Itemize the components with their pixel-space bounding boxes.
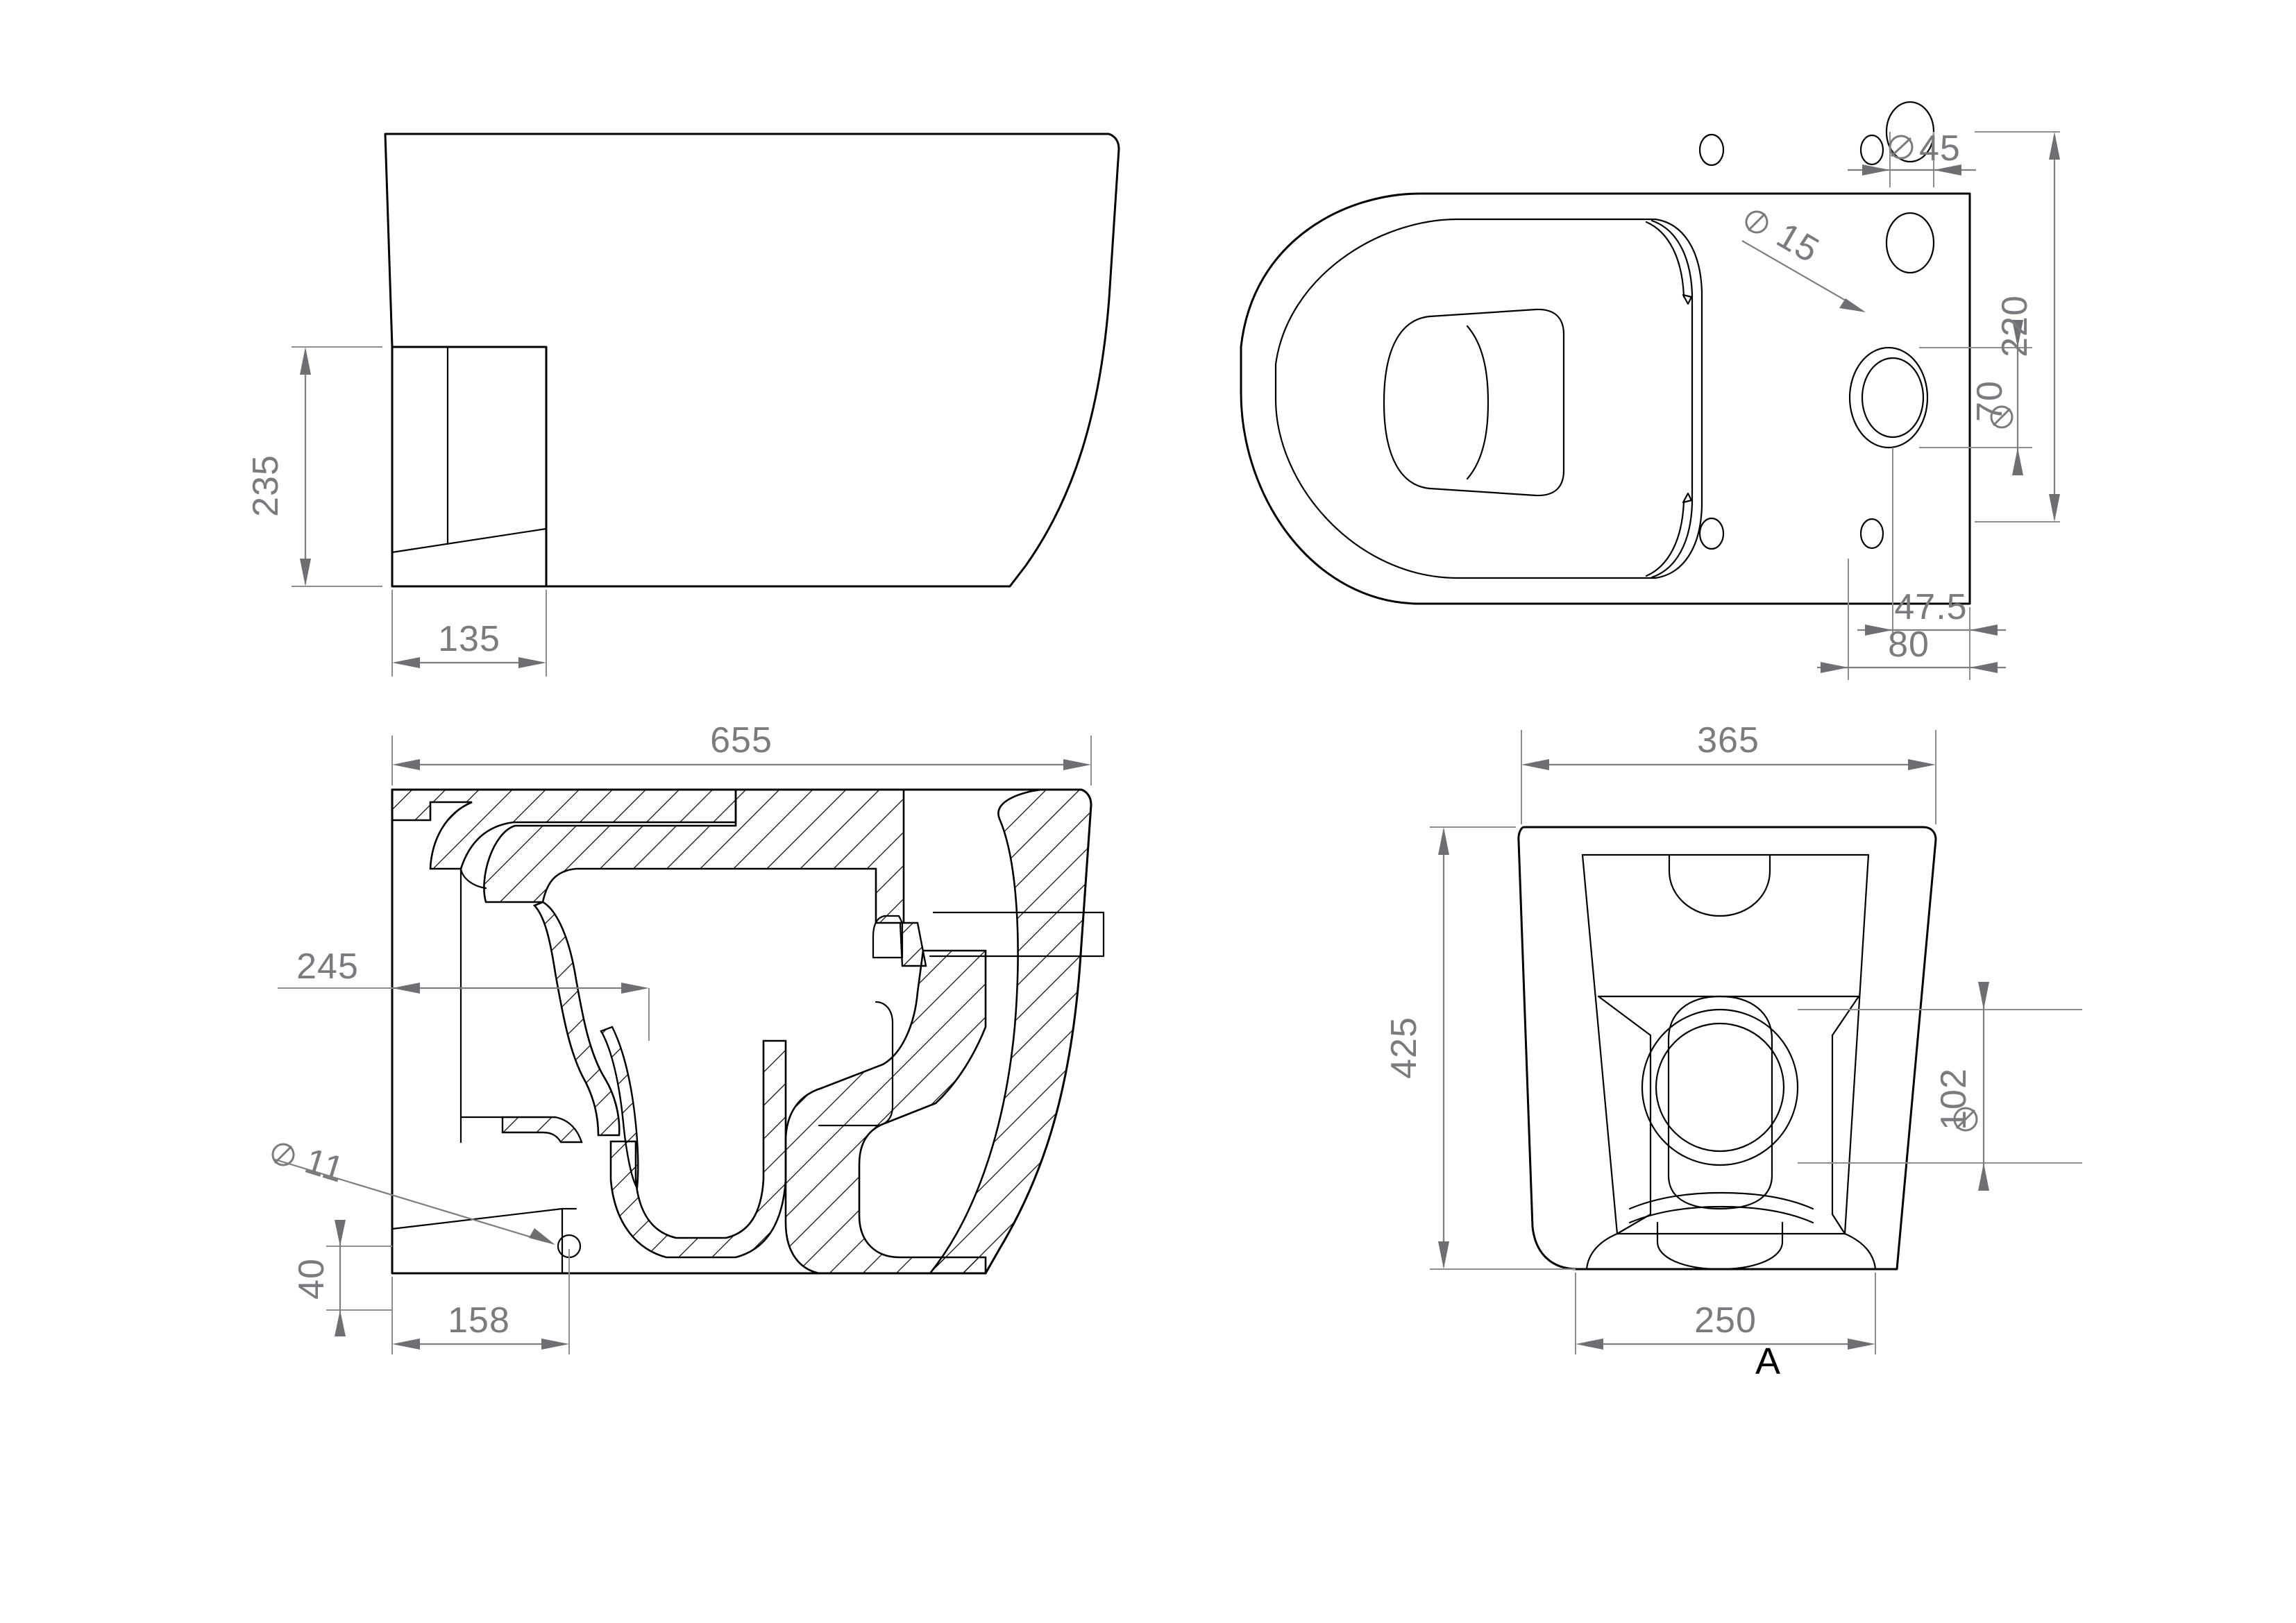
plan-dia15-hole-bottom: [1859, 518, 1884, 550]
dia-symbol-70: [1990, 405, 2014, 429]
dim-365: 365: [1521, 720, 1936, 824]
plan-rim-inner-right: [1651, 219, 1694, 579]
plan-bowl-aperture: [1383, 308, 1565, 497]
dim-425-label: 425: [1384, 1017, 1424, 1079]
plan-rim-right: [1654, 218, 1703, 579]
plan-rim-slot-top: [1645, 221, 1685, 298]
rear-inner-recess: [1581, 853, 1870, 1235]
dim-158: 158: [391, 1249, 570, 1354]
dim-655-label: 655: [710, 720, 773, 760]
rear-column-left: [1597, 995, 1652, 1235]
dia-symbol-15: [1745, 210, 1769, 234]
dim-250-label: 250: [1694, 1300, 1757, 1341]
section-rim-tab: [872, 915, 904, 959]
dia-symbol-102: [1953, 1107, 1978, 1132]
dim-dia-45-label: 45: [1919, 128, 1961, 169]
rear-outlet-inner-circle: [1655, 1022, 1785, 1153]
section-top-rim-hatch-right: [483, 788, 905, 924]
side-bracket-chamfer: [391, 527, 548, 554]
section-bowl-left-fillet: [459, 867, 487, 890]
rear-lower-lip-top: [1628, 1191, 1814, 1210]
plan-small-hole-bottom: [1698, 517, 1725, 550]
section-ledge-lines: [929, 911, 1105, 958]
dim-dia-70-label: 70: [1970, 380, 2010, 422]
plan-small-hole-top: [1698, 133, 1725, 167]
dim-235-label: 235: [246, 454, 286, 517]
dim-dia-70: 70: [1919, 320, 2032, 475]
plan-rim-slot-bottom: [1645, 500, 1685, 577]
rear-body-outline: [1517, 826, 1937, 1271]
plan-top-view: 45 15 70: [1240, 101, 2060, 680]
plan-rim-outer: [1274, 218, 1657, 579]
dim-365-label: 365: [1697, 720, 1759, 760]
dia-symbol-45: [1889, 135, 1914, 160]
section-cut-view: 655 245 11: [271, 720, 1105, 1354]
plan-outlet-outer: [1848, 346, 1929, 449]
rear-outlet-outer-circle: [1641, 1008, 1799, 1166]
plan-dia15-hole-top: [1859, 134, 1884, 166]
dim-425: 425: [1384, 826, 1576, 1270]
dim-40: 40: [292, 1220, 392, 1336]
dim-dia-11-label: 11: [300, 1141, 348, 1191]
dim-80: 80: [1817, 559, 2006, 680]
dim-135-label: 135: [438, 619, 500, 659]
plan-rim-slot-end-top: [1682, 294, 1693, 305]
dim-dia-45: 45: [1848, 128, 1976, 187]
dim-dia-15: 15: [1741, 210, 1866, 312]
dim-47-5: 47.5: [1857, 448, 2006, 643]
dim-655: 655: [391, 720, 1092, 785]
dim-250: 250: [1575, 1273, 1876, 1354]
section-throat-hatch: [532, 901, 621, 1137]
dim-80-label: 80: [1888, 624, 1930, 665]
dim-dia-11: 11: [271, 1141, 582, 1259]
dim-235: 235: [246, 346, 382, 587]
dim-47-5-label: 47.5: [1894, 587, 1967, 627]
section-right-wall-hatch: [928, 788, 1092, 1275]
side-elevation-view: 235 135: [246, 133, 1120, 677]
section-mark-A: A: [1755, 1341, 1780, 1382]
rear-elevation-view: 365 425 102: [1384, 720, 2082, 1382]
rear-foot-right: [1843, 1232, 1877, 1271]
side-bracket-block: [391, 346, 548, 588]
dia-symbol-11: [271, 1143, 295, 1166]
dim-220-label: 220: [1995, 295, 2035, 357]
dim-245: 245: [278, 946, 650, 1041]
dim-245-label: 245: [296, 946, 359, 987]
section-top-rim-hatch-left: [391, 788, 737, 870]
rear-outlet-boss: [1667, 995, 1773, 1210]
section-right-void: [818, 1001, 894, 1127]
dim-135: 135: [391, 590, 547, 677]
plan-rim-slot-end-bottom: [1682, 492, 1693, 504]
dim-158-label: 158: [448, 1300, 510, 1341]
side-body-outline: [384, 133, 1120, 588]
dim-40-label: 40: [292, 1258, 332, 1300]
dim-220: 220: [1975, 131, 2060, 522]
section-foot-wedge: [391, 1207, 564, 1275]
plan-bowl-inner-curve: [1466, 325, 1489, 480]
dim-dia-102-label: 102: [1934, 1068, 1974, 1130]
plan-outlet-inner: [1861, 357, 1925, 439]
section-right-pedestal-hatch: [784, 949, 987, 1275]
rear-column-right: [1831, 995, 1860, 1235]
rear-lower-lip-bottom: [1628, 1205, 1814, 1224]
section-bowl-shelf-hatch: [501, 1116, 583, 1144]
plan-dia45-hole-bottom: [1885, 212, 1935, 274]
rear-upper-notch: [1668, 853, 1771, 917]
dim-dia-102: 102: [1798, 982, 2082, 1191]
rear-lower-foot-arc: [1656, 1221, 1784, 1271]
plan-outer-outline: [1240, 192, 1971, 605]
rear-foot-left: [1585, 1232, 1619, 1271]
